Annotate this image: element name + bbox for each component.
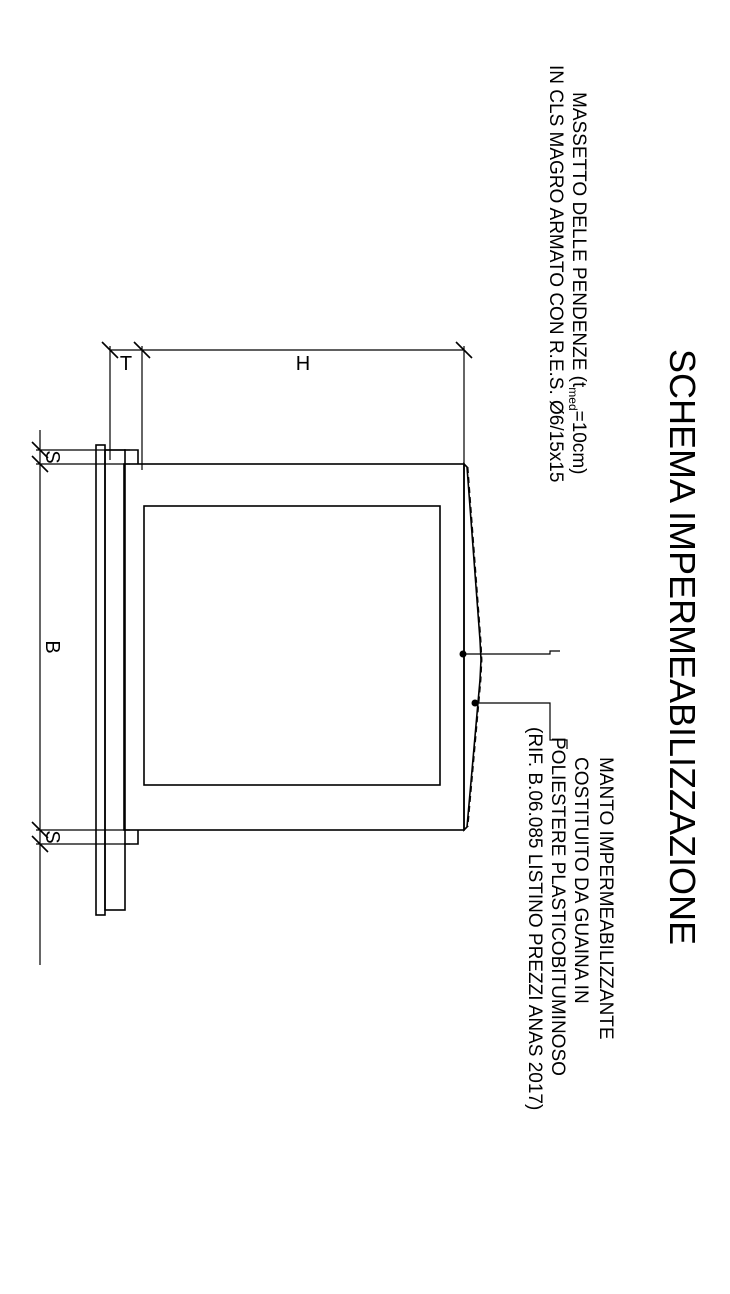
- screed-leader: [459, 650, 560, 658]
- membrane-note-line3: POLIESTERE PLASTICOBITUMINOSO: [547, 737, 568, 1076]
- screed-note-line1-sub: med: [566, 387, 580, 410]
- base-blinding: [95, 444, 106, 916]
- membrane-top: [467, 466, 483, 828]
- culvert-outer-wall: [123, 463, 465, 831]
- screed-note-line1-suffix: =10cm): [568, 411, 589, 475]
- screed-note-line2: IN CLS MAGRO ARMATO CON R.E.S. Ø6/15x15: [545, 65, 566, 482]
- culvert-section: [95, 444, 483, 916]
- diagram-title: SCHEMA IMPERMEABILIZZAZIONE: [662, 349, 703, 945]
- screed-note-line1: MASSETTO DELLE PENDENZE (tmed=10cm): [566, 92, 589, 475]
- culvert-inner-opening: [143, 505, 441, 786]
- left-wall-step: [124, 449, 139, 464]
- membrane-leader: [471, 699, 568, 749]
- thickness-label: T: [120, 353, 132, 375]
- dimension-height: H T: [101, 341, 473, 470]
- bottom-slab: [104, 449, 126, 911]
- membrane-note-line2: COSTITUITO DA GUAINA IN: [570, 757, 591, 1004]
- membrane-note-line1: MANTO IMPERMEABILIZZANTE: [595, 757, 616, 1040]
- span-label: B: [41, 640, 63, 653]
- slope-screed: [463, 462, 482, 832]
- slab-right-label: S: [41, 830, 63, 843]
- height-label: H: [296, 353, 310, 375]
- dimension-span: B S S: [31, 430, 130, 965]
- slab-left-label: S: [41, 450, 63, 463]
- right-wall-step: [124, 830, 139, 845]
- screed-note-line1-prefix: MASSETTO DELLE PENDENZE (t: [568, 92, 589, 388]
- membrane-note-line4: (RIF. B.06.085 LISTINO PREZZI ANAS 2017): [524, 727, 545, 1110]
